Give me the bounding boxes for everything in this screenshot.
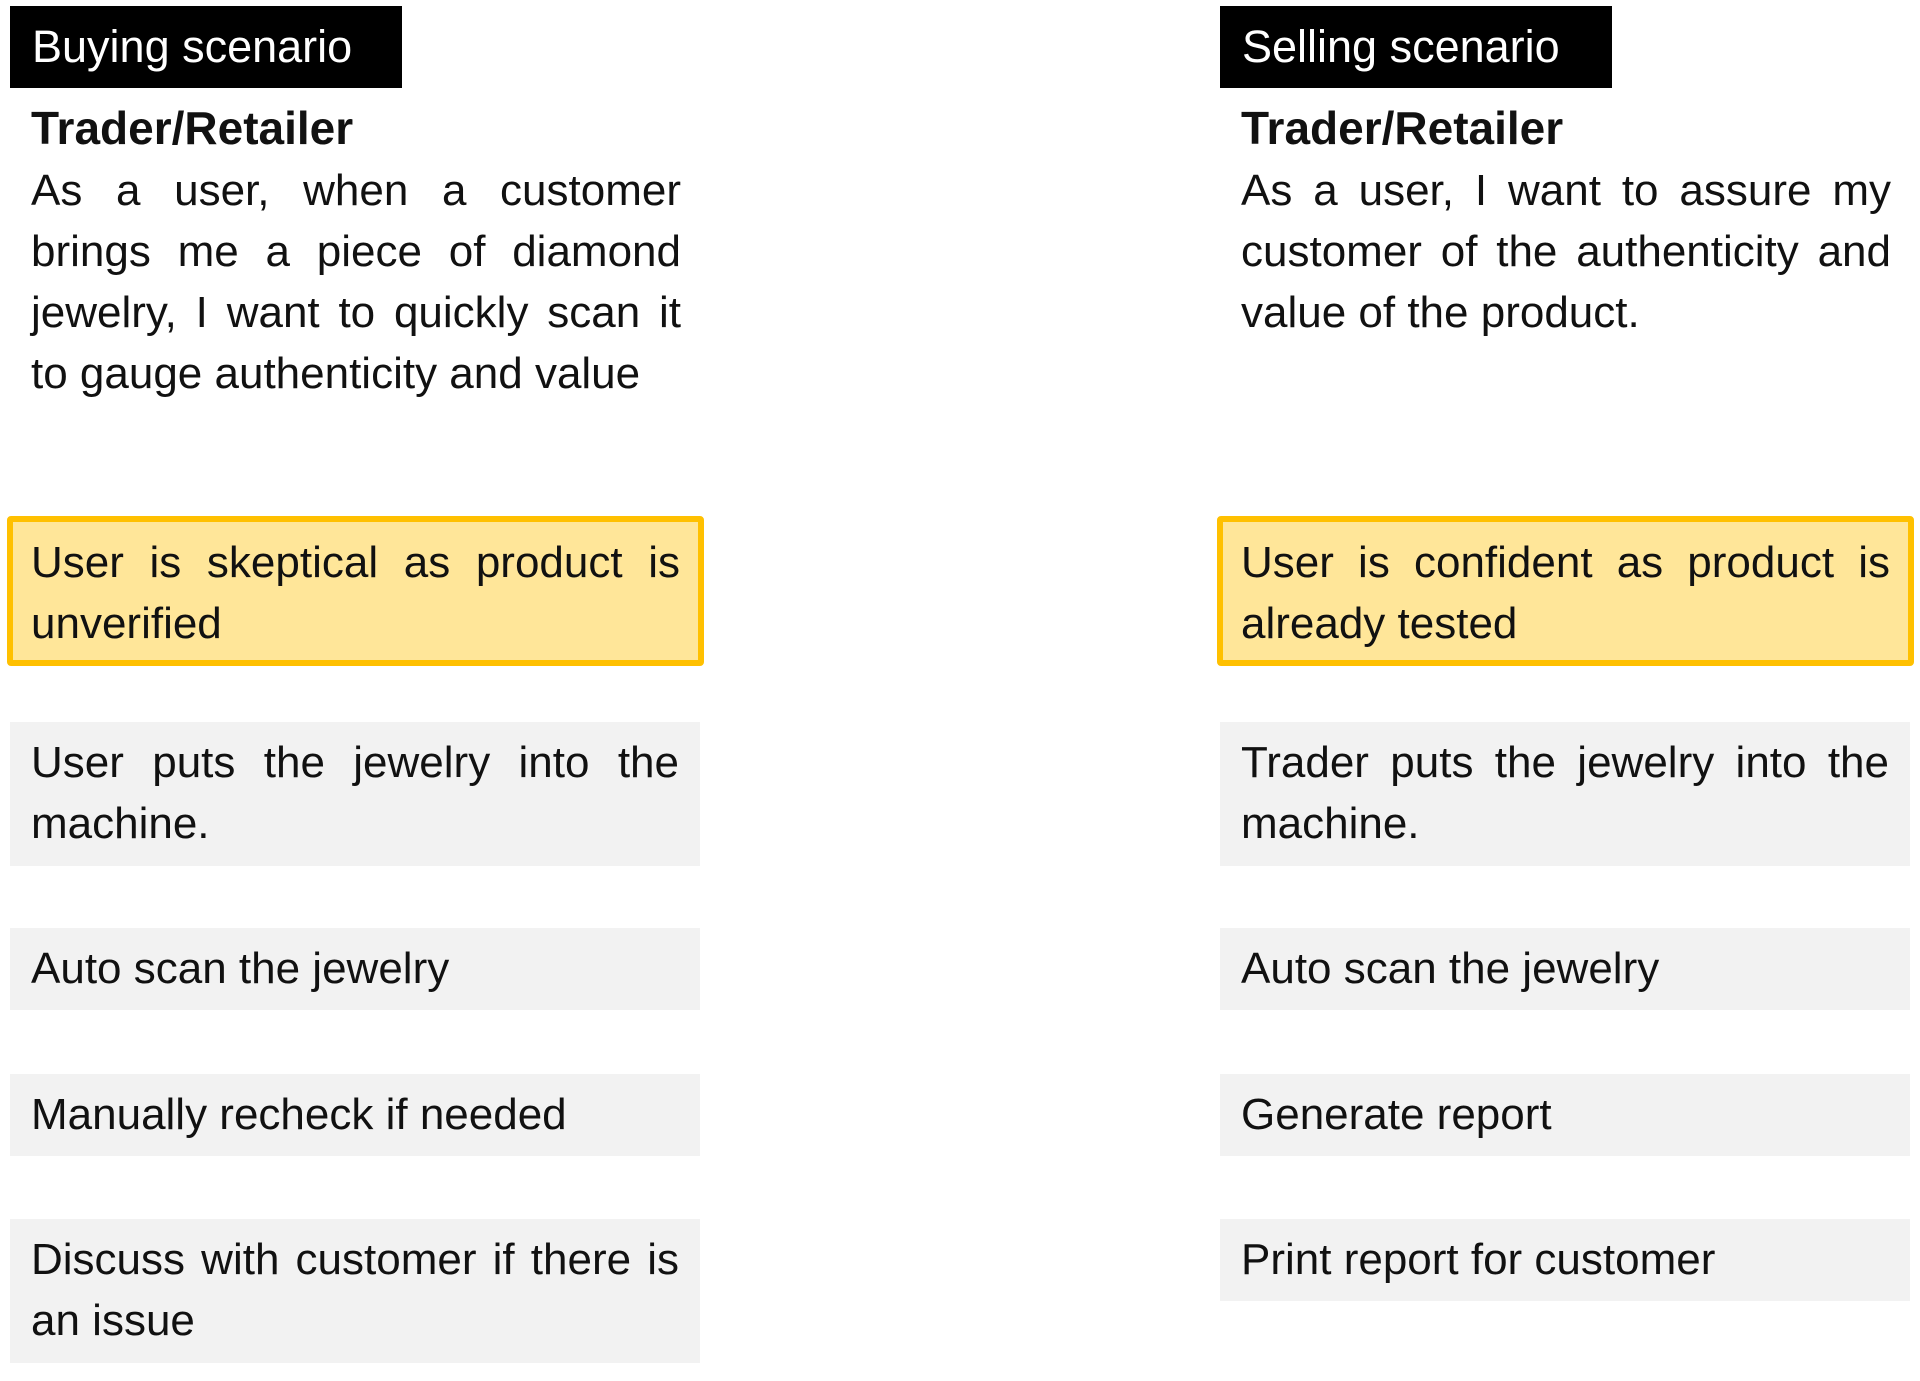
- selling-role-title: Trader/Retailer: [1241, 102, 1564, 154]
- buying-scenario-header: Buying scenario: [10, 6, 402, 88]
- buying-step-4: Discuss with customer if there is an iss…: [10, 1219, 700, 1363]
- selling-step-1: Trader puts the jewelry into the machine…: [1220, 722, 1910, 866]
- buying-step-3-text: Manually recheck if needed: [31, 1090, 567, 1139]
- selling-user-story: As a user, I want to assure my customer …: [1241, 166, 1891, 337]
- buying-step-1: User puts the jewelry into the machine.: [10, 722, 700, 866]
- selling-step-4-text: Print report for customer: [1241, 1235, 1716, 1284]
- selling-step-2: Auto scan the jewelry: [1220, 928, 1910, 1010]
- selling-sentiment-text: User is confident as product is already …: [1241, 538, 1890, 648]
- selling-sentiment-box: User is confident as product is already …: [1217, 516, 1914, 666]
- selling-step-1-text: Trader puts the jewelry into the machine…: [1241, 738, 1889, 848]
- buying-sentiment-box: User is skeptical as product is unverifi…: [7, 516, 704, 666]
- selling-step-3: Generate report: [1220, 1074, 1910, 1156]
- buying-step-3: Manually recheck if needed: [10, 1074, 700, 1156]
- selling-step-3-text: Generate report: [1241, 1090, 1552, 1139]
- buying-step-2-text: Auto scan the jewelry: [31, 944, 450, 993]
- buying-role-title: Trader/Retailer: [31, 102, 354, 154]
- buying-user-story: As a user, when a customer brings me a p…: [31, 166, 681, 398]
- selling-step-4: Print report for customer: [1220, 1219, 1910, 1301]
- buying-sentiment-text: User is skeptical as product is unverifi…: [31, 538, 680, 648]
- buying-step-4-text: Discuss with customer if there is an iss…: [31, 1235, 679, 1345]
- buying-step-1-text: User puts the jewelry into the machine.: [31, 738, 679, 848]
- selling-scenario-header: Selling scenario: [1220, 6, 1612, 88]
- buying-step-2: Auto scan the jewelry: [10, 928, 700, 1010]
- selling-step-2-text: Auto scan the jewelry: [1241, 944, 1660, 993]
